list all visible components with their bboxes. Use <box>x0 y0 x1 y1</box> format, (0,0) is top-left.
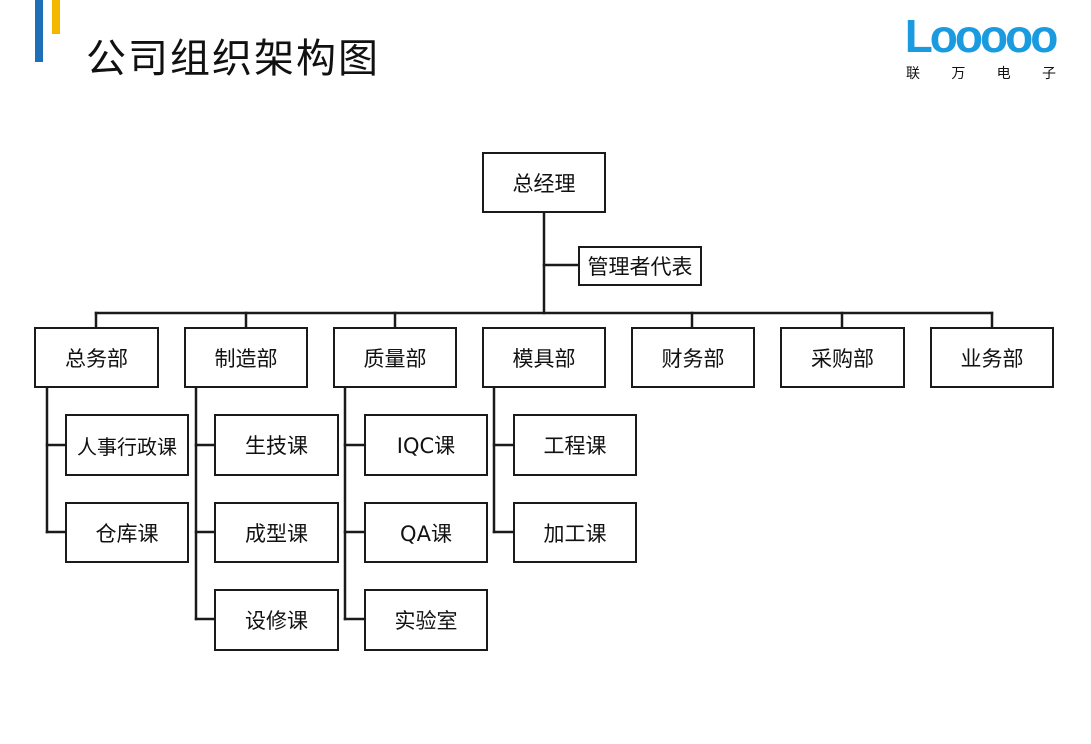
node-dept-general-affairs: 总务部 <box>34 327 159 388</box>
node-section-hr-admin: 人事行政课 <box>65 414 189 476</box>
node-section-iqc: IQC课 <box>364 414 488 476</box>
accent-bar-yellow <box>52 0 60 34</box>
node-dept-quality: 质量部 <box>333 327 457 388</box>
logo-char: 万 <box>951 66 966 82</box>
logo-subtitle: 联 万 电 子 <box>906 63 1056 83</box>
logo-char: 电 <box>996 66 1011 82</box>
node-section-engineering: 工程课 <box>513 414 637 476</box>
logo-char: 子 <box>1041 66 1056 82</box>
node-dept-manufacturing: 制造部 <box>184 327 308 388</box>
page-title: 公司组织架构图 <box>86 36 380 82</box>
node-dept-finance: 财务部 <box>631 327 755 388</box>
node-management-representative: 管理者代表 <box>578 246 702 286</box>
node-section-warehouse: 仓库课 <box>65 502 189 563</box>
node-section-machining: 加工课 <box>513 502 637 563</box>
node-general-manager: 总经理 <box>482 152 606 213</box>
node-section-molding: 成型课 <box>214 502 339 563</box>
company-logo: Looooo 联 万 电 子 <box>904 10 1059 84</box>
node-dept-purchasing: 采购部 <box>780 327 905 388</box>
logo-char: 联 <box>906 66 920 82</box>
node-section-qa: QA课 <box>364 502 488 563</box>
node-section-equipment-repair: 设修课 <box>214 589 339 651</box>
node-dept-mold: 模具部 <box>482 327 606 388</box>
logo-wordmark: Looooo <box>904 10 1059 62</box>
node-section-production-tech: 生技课 <box>214 414 339 476</box>
accent-bar-blue <box>35 0 43 62</box>
node-section-laboratory: 实验室 <box>364 589 488 651</box>
node-dept-sales: 业务部 <box>930 327 1054 388</box>
